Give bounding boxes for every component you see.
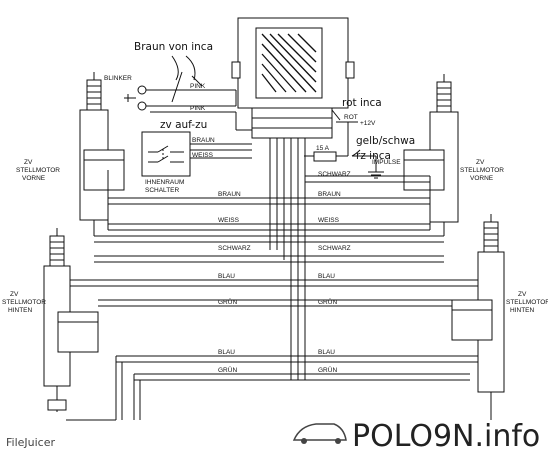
label-braun-von-inca: Braun von inca: [134, 41, 213, 53]
label-stellmotor-fr: STELLMOTOR: [460, 167, 504, 174]
diagram-labels: Braun von inca BLINKER PINK PINK zv auf-…: [2, 41, 548, 374]
label-vorne-fl: VORNE: [22, 175, 46, 182]
wire-label-weiss-left: WEISS: [218, 217, 240, 224]
label-vorne-fr: VORNE: [470, 175, 494, 182]
label-rot-inca: rot inca: [342, 97, 382, 109]
label-zv-fr: ZV: [476, 159, 485, 166]
wire-label-blau-right: BLAU: [318, 273, 335, 280]
label-rz-inca: rz inca: [356, 150, 391, 162]
wire-label-gruen-left: GRÜN: [218, 298, 237, 306]
polo9n-logo: POLO9N.info: [292, 419, 540, 453]
interior-switch-box: [141, 131, 191, 177]
actuator-front-left: [79, 72, 125, 236]
label-pink-top: PINK: [190, 83, 206, 90]
handwritten-marks: [171, 55, 361, 157]
label-impulse: IMPULSE: [372, 159, 401, 166]
label-braun-switch: BRAUN: [192, 137, 215, 144]
polo9n-text: POLO9N.info: [352, 419, 540, 453]
wire-label-braun-left: BRAUN: [218, 191, 241, 198]
label-fuse-15a: 15 A: [316, 145, 330, 152]
wire-label-gruen-low-right: GRÜN: [318, 366, 337, 374]
label-stellmotor-fl: STELLMOTOR: [16, 167, 60, 174]
label-innenraum: IHNENRAUM: [145, 179, 184, 186]
label-hinten-rr: HINTEN: [510, 307, 535, 314]
actuator-front-right: [403, 74, 459, 236]
wire-label-weiss-right: WEISS: [318, 217, 340, 224]
wire-label-braun-right: BRAUN: [318, 191, 341, 198]
wire-label-blau-left: BLAU: [218, 273, 235, 280]
label-stellmotor-rl: STELLMOTOR: [2, 299, 46, 306]
wire-label-gruen-low-left: GRÜN: [218, 366, 237, 374]
label-blinker: BLINKER: [104, 75, 132, 82]
label-zv-rr: ZV: [518, 291, 527, 298]
label-zv-rl: ZV: [10, 291, 19, 298]
wire-label-gruen-right: GRÜN: [318, 298, 337, 306]
blinker-relays: [124, 85, 237, 111]
car-icon: [292, 423, 347, 441]
watermarks: FileJuicer POLO9N.info: [6, 419, 540, 453]
wire-bundle: [66, 111, 478, 421]
fuse-and-power: [304, 121, 384, 179]
wire-label-schwarz-left: SCHWARZ: [218, 245, 251, 252]
label-zv-fl: ZV: [24, 159, 33, 166]
label-schwarz-top: SCHWARZ: [318, 171, 351, 178]
label-pink-bottom: PINK: [190, 105, 206, 112]
label-plus-12v: +12V: [360, 120, 376, 127]
label-weiss-switch: WEISS: [192, 152, 214, 159]
label-rot: ROT: [344, 114, 358, 121]
label-zv-auf-zu: zv auf-zu: [160, 119, 207, 131]
actuator-rear-right: [451, 214, 505, 420]
actuator-rear-left: [43, 228, 99, 412]
central-control-unit: [231, 17, 355, 139]
filejuicer-watermark: FileJuicer: [6, 436, 55, 449]
label-gelb-schwa: gelb/schwa: [356, 135, 415, 147]
car-wheel-front: [301, 438, 307, 444]
label-hinten-rl: HINTEN: [8, 307, 33, 314]
wire-label-blau-low-right: BLAU: [318, 349, 335, 356]
wire-label-schwarz-right: SCHWARZ: [318, 245, 351, 252]
car-wheel-rear: [335, 438, 341, 444]
wire-label-blau-low-left: BLAU: [218, 349, 235, 356]
label-schalter: SCHALTER: [145, 187, 179, 194]
label-stellmotor-rr: STELLMOTOR: [506, 299, 548, 306]
